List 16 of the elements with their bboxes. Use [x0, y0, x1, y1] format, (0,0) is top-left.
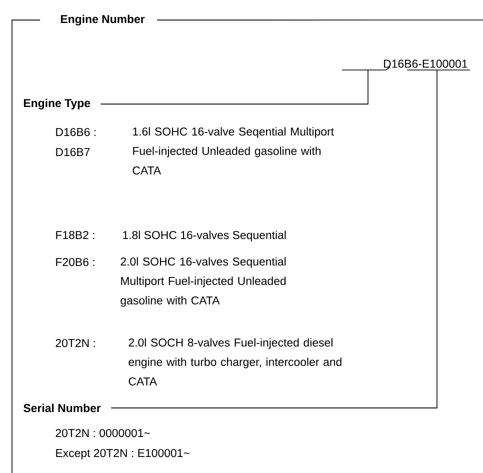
label: Except 20T2N : E100001~: [56, 449, 190, 460]
label: D16B6 :: [56, 128, 96, 136]
section-heading: Serial Number: [24, 404, 101, 412]
engine-number: D16B6-E100001: [384, 60, 468, 68]
label: F20B6 :: [56, 258, 94, 266]
label: D16B7: [56, 148, 90, 156]
label: 20T2N :: [56, 339, 95, 348]
leader-line: [110, 70, 438, 408]
label: 1.6l SOHC 16-valve Seqential Multiport Fuel-injected Unleaded gasoline with CATA: [132, 127, 334, 174]
section-heading: Engine Type: [24, 98, 90, 110]
label: 2.0l SOHC 16-valves Sequential Multiport Fuel-injected Unleaded gasoline with CATA: [120, 257, 286, 307]
leader-line: [100, 70, 368, 104]
label: 1.8l SOHC 16-valves Sequential: [123, 230, 286, 242]
label: 2.0l SOCH 8-valves Fuel-injected diesel engine with turbo charger, intercooler and CATA: [128, 338, 342, 386]
label: 20T2N : 0000001~: [56, 429, 150, 438]
label: F18B2 :: [56, 231, 94, 240]
